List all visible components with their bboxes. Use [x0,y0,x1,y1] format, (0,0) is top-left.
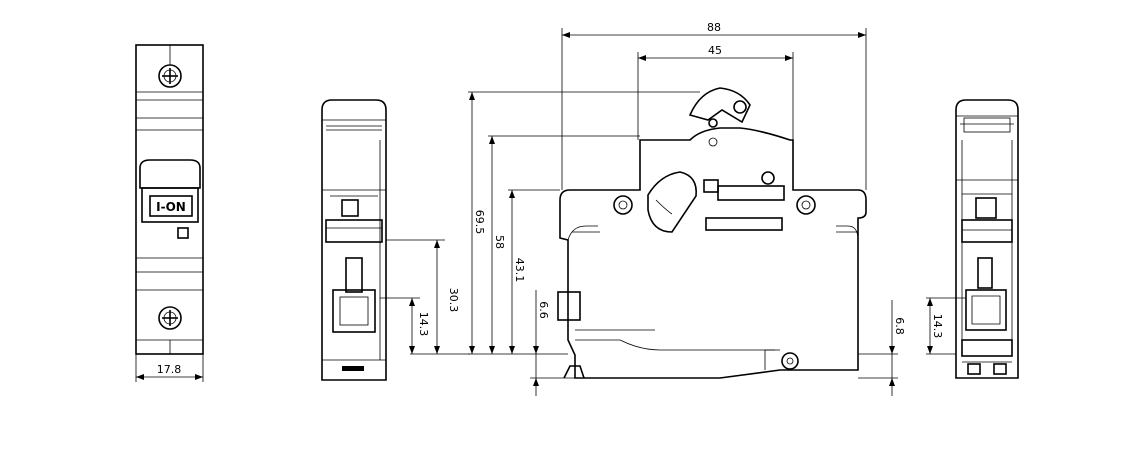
dim-top-width: 45 [708,44,722,57]
terminal-screw-icon [613,195,633,215]
screw-icon [158,306,182,330]
dim-overall-width: 88 [707,21,721,34]
dim-body-height: 58 [493,235,506,249]
left-side-view: 30.3 14.3 [321,99,470,381]
dim-total-height: 69.5 [473,210,486,235]
dim-front-width: 17.8 [157,363,182,376]
front-view: I-ON 17.8 [135,44,204,382]
screw-icon [158,64,182,88]
right-side-view: 14.3 [926,99,1019,379]
dim-foot-offset-right: 6.8 [893,317,906,335]
dim-left-side-upper: 30.3 [447,288,460,313]
terminal-screw-icon [796,195,816,215]
dim-mid-height: 43.1 [513,258,526,283]
lever-icon [688,87,751,128]
main-side-view: 88 45 69.5 58 43.1 6.6 [468,21,906,396]
dim-right-side-lower: 14.3 [931,314,944,339]
dim-left-side-lower: 14.3 [417,312,430,337]
dim-foot-offset-left: 6.6 [537,301,550,319]
switch-marking: I-ON [156,200,186,214]
